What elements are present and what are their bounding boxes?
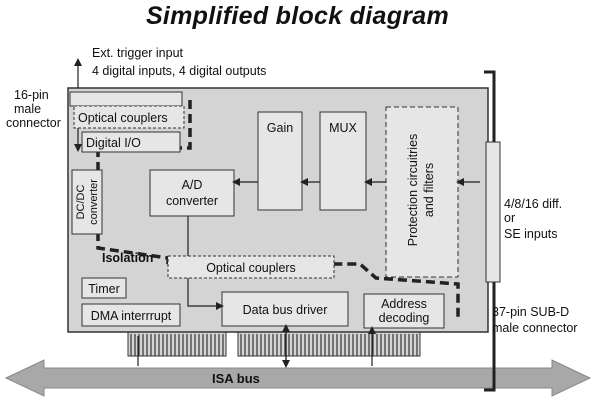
gain-label: Gain xyxy=(267,121,293,135)
timer-block xyxy=(81,277,127,299)
digital-io-label: Digital I/O xyxy=(86,136,141,150)
mux-label: MUX xyxy=(329,121,357,135)
optical-couplers-top-block xyxy=(73,105,185,129)
timer-label: Timer xyxy=(88,282,119,296)
dma-label: DMA interrrupt xyxy=(91,309,172,323)
isa-bus-label: ISA bus xyxy=(212,371,260,386)
connector-37pin-label-1: 37-pin SUB-D xyxy=(492,305,569,319)
inputs-label-3: SE inputs xyxy=(504,227,558,241)
isa-bus-arrow xyxy=(4,359,592,397)
connector-16pin-bar xyxy=(69,91,183,107)
dcdc-label-1: DC/DC xyxy=(75,185,87,220)
optical-couplers-mid-label: Optical couplers xyxy=(206,261,296,275)
dcdc-block xyxy=(71,169,103,235)
ad-converter-block xyxy=(149,169,235,217)
dcdc-label-2: converter xyxy=(88,179,100,225)
finger-strip xyxy=(127,331,227,357)
ext-trigger-label: Ext. trigger input xyxy=(92,46,184,60)
ad-label-1: A/D xyxy=(182,178,203,192)
data-bus-driver-label: Data bus driver xyxy=(243,303,328,317)
sub-d-connector xyxy=(485,141,501,283)
connector-16pin-label-2: male xyxy=(14,102,41,116)
connector-16pin-label-3: connector xyxy=(6,116,61,130)
gain-block xyxy=(257,111,303,211)
connection-lines xyxy=(74,58,480,368)
isolation-boundary xyxy=(96,100,460,320)
dma-block xyxy=(81,303,181,327)
connector-16pin-label-1: 16-pin xyxy=(14,88,49,102)
address-label-2: decoding xyxy=(379,311,430,325)
protection-block xyxy=(385,106,459,278)
digital-io-counts-label: 4 digital inputs, 4 digital outputs xyxy=(92,64,266,78)
inputs-label-1: 4/8/16 diff. xyxy=(504,197,562,211)
edge-connector-fingers xyxy=(127,331,421,357)
connector-37pin-label-2: male connector xyxy=(492,321,577,335)
protection-label-1: Protection circuitries xyxy=(406,134,420,247)
ad-label-2: converter xyxy=(166,194,218,208)
digital-io-block xyxy=(81,131,181,153)
data-bus-driver-block xyxy=(221,291,349,327)
address-decoding-block xyxy=(363,293,445,329)
isolation-label: Isolation xyxy=(102,251,153,265)
optical-couplers-mid-block xyxy=(167,255,335,279)
mux-block xyxy=(319,111,367,211)
address-label-1: Address xyxy=(381,297,427,311)
inputs-label-2: or xyxy=(504,211,515,225)
optical-couplers-top-label: Optical couplers xyxy=(78,111,168,125)
diagram-title: Simplified block diagram xyxy=(145,2,450,30)
protection-label-2: and filters xyxy=(422,163,436,217)
